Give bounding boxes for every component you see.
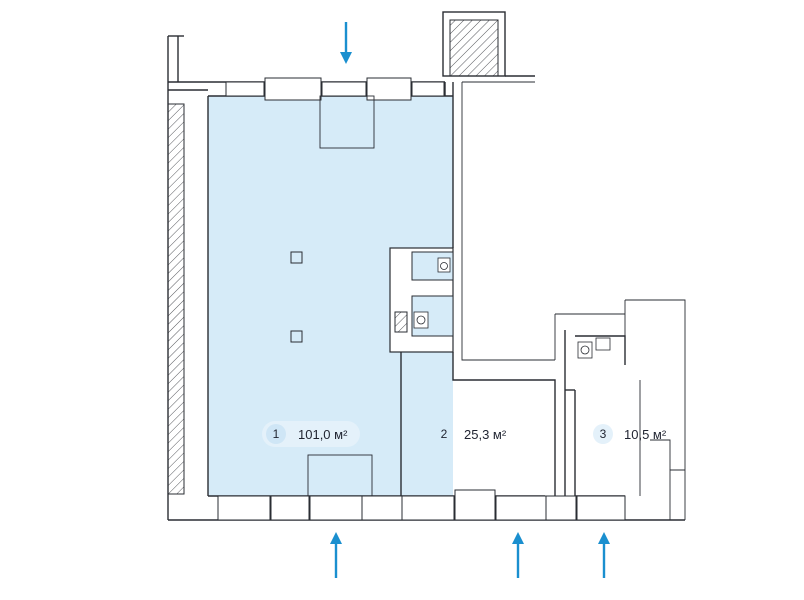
column-icon [290, 251, 303, 264]
arrow-up-icon [330, 532, 342, 578]
room-area: 10,5 м² [624, 427, 667, 442]
toilet-icon [413, 311, 429, 329]
entrance-arrows [330, 22, 610, 578]
column-icon [290, 330, 303, 343]
arrow-down-icon [340, 22, 352, 64]
toilet-icon [577, 337, 611, 359]
toilet-icon [437, 257, 451, 273]
columns [290, 251, 303, 343]
room-area: 101,0 м² [298, 427, 348, 442]
arrow-up-icon [598, 532, 610, 578]
room-number: 3 [600, 427, 607, 441]
room-label-1[interactable]: 1 101,0 м² [262, 421, 360, 447]
windows-top [225, 77, 445, 149]
arrow-up-icon [512, 532, 524, 578]
room-label-3[interactable]: 3 10,5 м² [593, 424, 667, 444]
room-number: 2 [441, 427, 448, 441]
bathroom-block [389, 247, 611, 359]
room-label-2[interactable]: 2 25,3 м² [441, 427, 507, 442]
room-area: 25,3 м² [464, 427, 507, 442]
windows-bottom [217, 454, 626, 521]
room-number: 1 [273, 427, 280, 441]
